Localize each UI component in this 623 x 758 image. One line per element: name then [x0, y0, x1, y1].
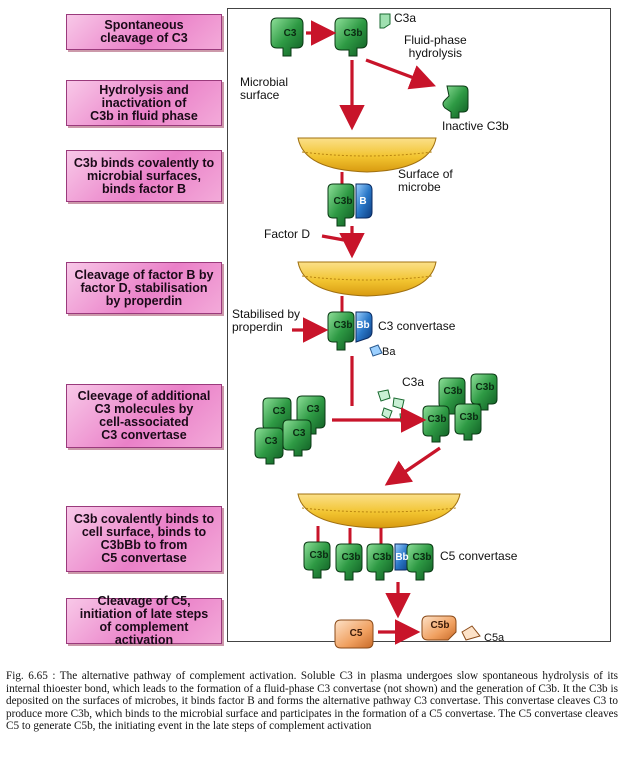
microbe-membrane-3	[297, 493, 461, 529]
c3b-cluster-label-2: C3b	[475, 382, 495, 393]
ba-fragment	[369, 344, 383, 357]
step-c5-cleavage: Cleavage of C5, initiation of late steps…	[66, 595, 222, 647]
c3b-bound-2-label: C3b	[333, 320, 353, 331]
caption-text: The alternative pathway of complement ac…	[6, 670, 618, 733]
c3-cluster-label-3: C3	[264, 436, 278, 447]
step-factor-b-cleavage: Cleavage of factor B by factor D, stabil…	[66, 262, 222, 314]
c3b-bottom-label-3: C3b	[372, 552, 392, 563]
step-additional-c3-cleavage: Cleevage of additional C3 molecules by c…	[66, 384, 222, 448]
c5a-label: C5a	[484, 632, 505, 644]
reaction-arrows	[292, 20, 441, 645]
step-hydrolysis-inactivation: Hydrolysis and inactivation of C3b in fl…	[66, 80, 222, 126]
factor-d-label: Factor D	[264, 227, 311, 241]
c3-top	[270, 17, 304, 57]
c3b-bottom-label-2: C3b	[341, 552, 361, 563]
c3-cluster-label-1: C3	[272, 406, 286, 417]
pathway-diagram	[254, 13, 498, 649]
c3b-bottom-label-1: C3b	[309, 550, 329, 561]
fluid-phase-label: Fluid-phase hydrolysis	[404, 33, 467, 60]
c3a-fragments	[377, 389, 411, 423]
factor-b	[355, 183, 373, 219]
microbe-membrane-2	[297, 261, 437, 297]
c3b-top-label: C3b	[343, 28, 363, 39]
c3-top-label: C3	[283, 28, 297, 39]
c3b-bound-bottom-3	[366, 543, 394, 581]
inactive-c3b	[442, 85, 469, 119]
c5-label: C5	[349, 628, 363, 639]
c3-cluster-label-4: C3	[292, 428, 306, 439]
bb-fragment	[355, 311, 373, 343]
c3b-bottom-label-4: C3b	[412, 552, 432, 563]
c3b-cluster	[422, 373, 498, 443]
c3b-bound-1	[327, 183, 355, 227]
microbial-surface-label: Microbial surface	[240, 75, 289, 102]
c3b-cluster-label-4: C3b	[459, 412, 479, 423]
step-c5-convertase-formation: C3b covalently binds to cell surface, bi…	[66, 506, 222, 572]
c3-cluster	[254, 395, 326, 465]
ba-label: Ba	[382, 346, 396, 358]
c5a-fragment	[461, 625, 481, 641]
c5b-label: C5b	[430, 620, 450, 631]
tethers	[316, 172, 383, 544]
bb-label: Bb	[356, 320, 370, 331]
stabilised-label: Stabilised by properdin	[232, 307, 301, 334]
factor-b-label: B	[359, 196, 367, 207]
c5-molecule	[334, 619, 374, 649]
c3b-bound-bottom-1	[303, 541, 331, 579]
figure-caption: Fig. 6.65 : The alternative pathway of c…	[6, 670, 618, 733]
c3a-mid-label: C3a	[402, 375, 425, 389]
microbe-membrane-1	[297, 137, 437, 173]
inactive-c3b-label: Inactive C3b	[442, 119, 509, 133]
c3b-bound-1-label: C3b	[333, 196, 353, 207]
c5b-molecule	[421, 615, 457, 641]
c5-convertase-label: C5 convertase	[440, 549, 518, 563]
surface-of-microbe-label: Surface of microbe	[398, 167, 453, 194]
bb-bottom-label: Bb	[395, 552, 409, 563]
c3b-bound-2	[327, 311, 355, 351]
c3-cluster-label-2: C3	[306, 404, 320, 415]
step-spontaneous-cleavage: Spontaneous cleavage of C3	[66, 14, 222, 50]
c3b-bound-bottom-2	[335, 543, 363, 581]
c3a-top-label: C3a	[394, 11, 417, 25]
c3b-bound-bottom-4	[406, 543, 434, 581]
figure-number: Fig. 6.65 :	[6, 670, 56, 682]
c3b-cluster-label-3: C3b	[427, 414, 447, 425]
step-c3b-binds-surface: C3b binds covalently to microbial surfac…	[66, 150, 222, 202]
c3-convertase-label: C3 convertase	[378, 319, 456, 333]
c3b-cluster-label-1: C3b	[443, 386, 463, 397]
c3a-top-fragment	[379, 13, 391, 29]
